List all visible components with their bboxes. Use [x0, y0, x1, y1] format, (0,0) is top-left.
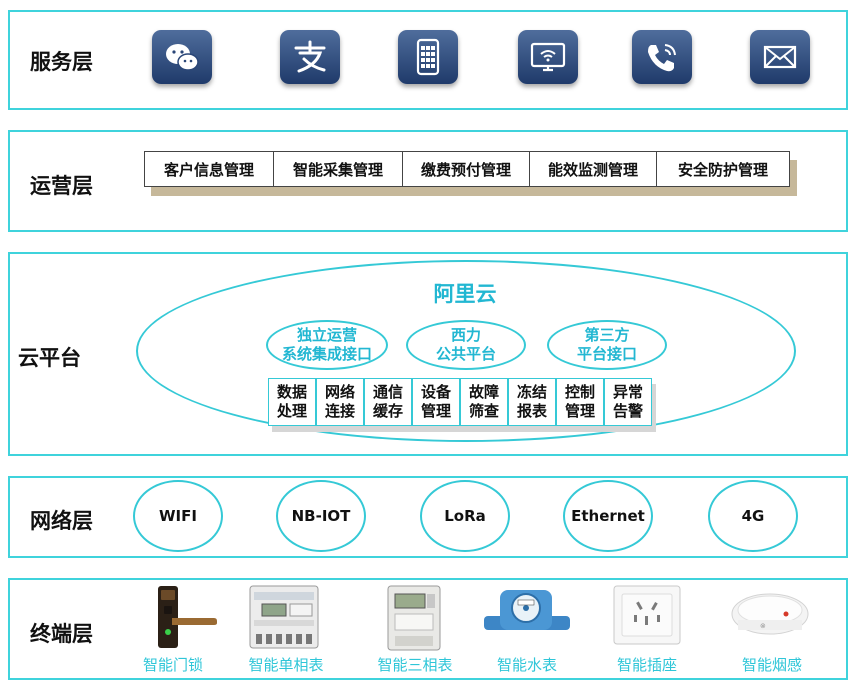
network-wifi: WIFI [133, 480, 223, 552]
water-meter-image [484, 590, 570, 630]
phone-call-icon [632, 30, 692, 84]
device-label-smoke-detector: 智能烟感 [741, 656, 802, 674]
network-4g: 4G [708, 480, 798, 552]
ops-block-collection: 智能采集管理 [273, 151, 403, 187]
cloud-platform-name: 阿里云 [433, 282, 497, 306]
module-line2: 缓存 [372, 402, 403, 420]
sub-line2: 系统集成接口 [281, 345, 372, 363]
module-network-connection: 网络连接 [316, 378, 364, 426]
module-line2: 连接 [324, 402, 355, 420]
module-data-processing: 数据处理 [268, 378, 316, 426]
smoke-detector-image: ⊗ [731, 593, 809, 635]
service-layer-title: 服务层 [30, 50, 93, 74]
cloud-ellipse [136, 260, 796, 442]
module-device-management: 设备管理 [412, 378, 460, 426]
module-line2: 处理 [276, 402, 307, 420]
ops-block-customer: 客户信息管理 [144, 151, 274, 187]
module-line1: 故障 [468, 383, 499, 401]
smart-socket-image [613, 585, 681, 645]
module-fault-screening: 故障筛查 [460, 378, 508, 426]
alipay-icon [280, 30, 340, 84]
sub-line1: 独立运营 [296, 326, 357, 344]
module-freeze-report: 冻结报表 [508, 378, 556, 426]
module-anomaly-alarm: 异常告警 [604, 378, 652, 426]
network-layer-title: 网络层 [30, 509, 93, 533]
module-line2: 报表 [516, 402, 547, 420]
device-label-three-phase-meter: 智能三相表 [377, 656, 453, 674]
module-line2: 管理 [564, 402, 595, 420]
smart-lock-image [158, 586, 217, 648]
network-lora: LoRa [420, 480, 510, 552]
screen-wifi-icon [518, 30, 578, 84]
sub-line2: 平台接口 [576, 345, 637, 363]
device-label-single-phase-meter: 智能单相表 [248, 656, 324, 674]
module-line2: 筛查 [468, 402, 499, 420]
sub-line1: 西力 [450, 326, 481, 344]
device-label-smart-lock: 智能门锁 [142, 656, 203, 674]
sub-line2: 公共平台 [435, 345, 496, 363]
module-line1: 冻结 [516, 383, 547, 401]
network-ethernet: Ethernet [563, 480, 653, 552]
device-label-smart-socket: 智能插座 [616, 656, 677, 674]
network-nb-iot: NB-IOT [276, 480, 366, 552]
phone-keypad-icon [398, 30, 458, 84]
svg-text:⊗: ⊗ [760, 622, 766, 630]
module-line1: 通信 [372, 383, 403, 401]
module-line1: 控制 [564, 383, 595, 401]
module-line1: 网络 [324, 383, 355, 401]
terminal-layer-title: 终端层 [30, 622, 93, 646]
module-line2: 管理 [420, 402, 451, 420]
ops-block-payment: 缴费预付管理 [402, 151, 530, 187]
ops-block-security: 安全防护管理 [656, 151, 790, 187]
mail-icon [750, 30, 810, 84]
module-line2: 告警 [612, 402, 643, 420]
three-phase-meter-image [387, 585, 441, 651]
sub-line1: 第三方 [584, 326, 630, 344]
module-line1: 设备 [420, 383, 451, 401]
module-line1: 数据 [276, 383, 307, 401]
cloud-sub-thirdparty: 第三方平台接口 [547, 320, 667, 370]
cloud-layer-title: 云平台 [18, 346, 81, 370]
device-label-water-meter: 智能水表 [496, 656, 557, 674]
wechat-icon [152, 30, 212, 84]
operation-layer-title: 运营层 [30, 174, 93, 198]
module-control-management: 控制管理 [556, 378, 604, 426]
cloud-sub-public: 西力公共平台 [406, 320, 526, 370]
ops-block-efficiency: 能效监测管理 [529, 151, 657, 187]
module-comm-cache: 通信缓存 [364, 378, 412, 426]
module-line1: 异常 [612, 383, 643, 401]
cloud-sub-independent: 独立运营系统集成接口 [266, 320, 388, 370]
single-phase-meter-image [249, 585, 319, 649]
